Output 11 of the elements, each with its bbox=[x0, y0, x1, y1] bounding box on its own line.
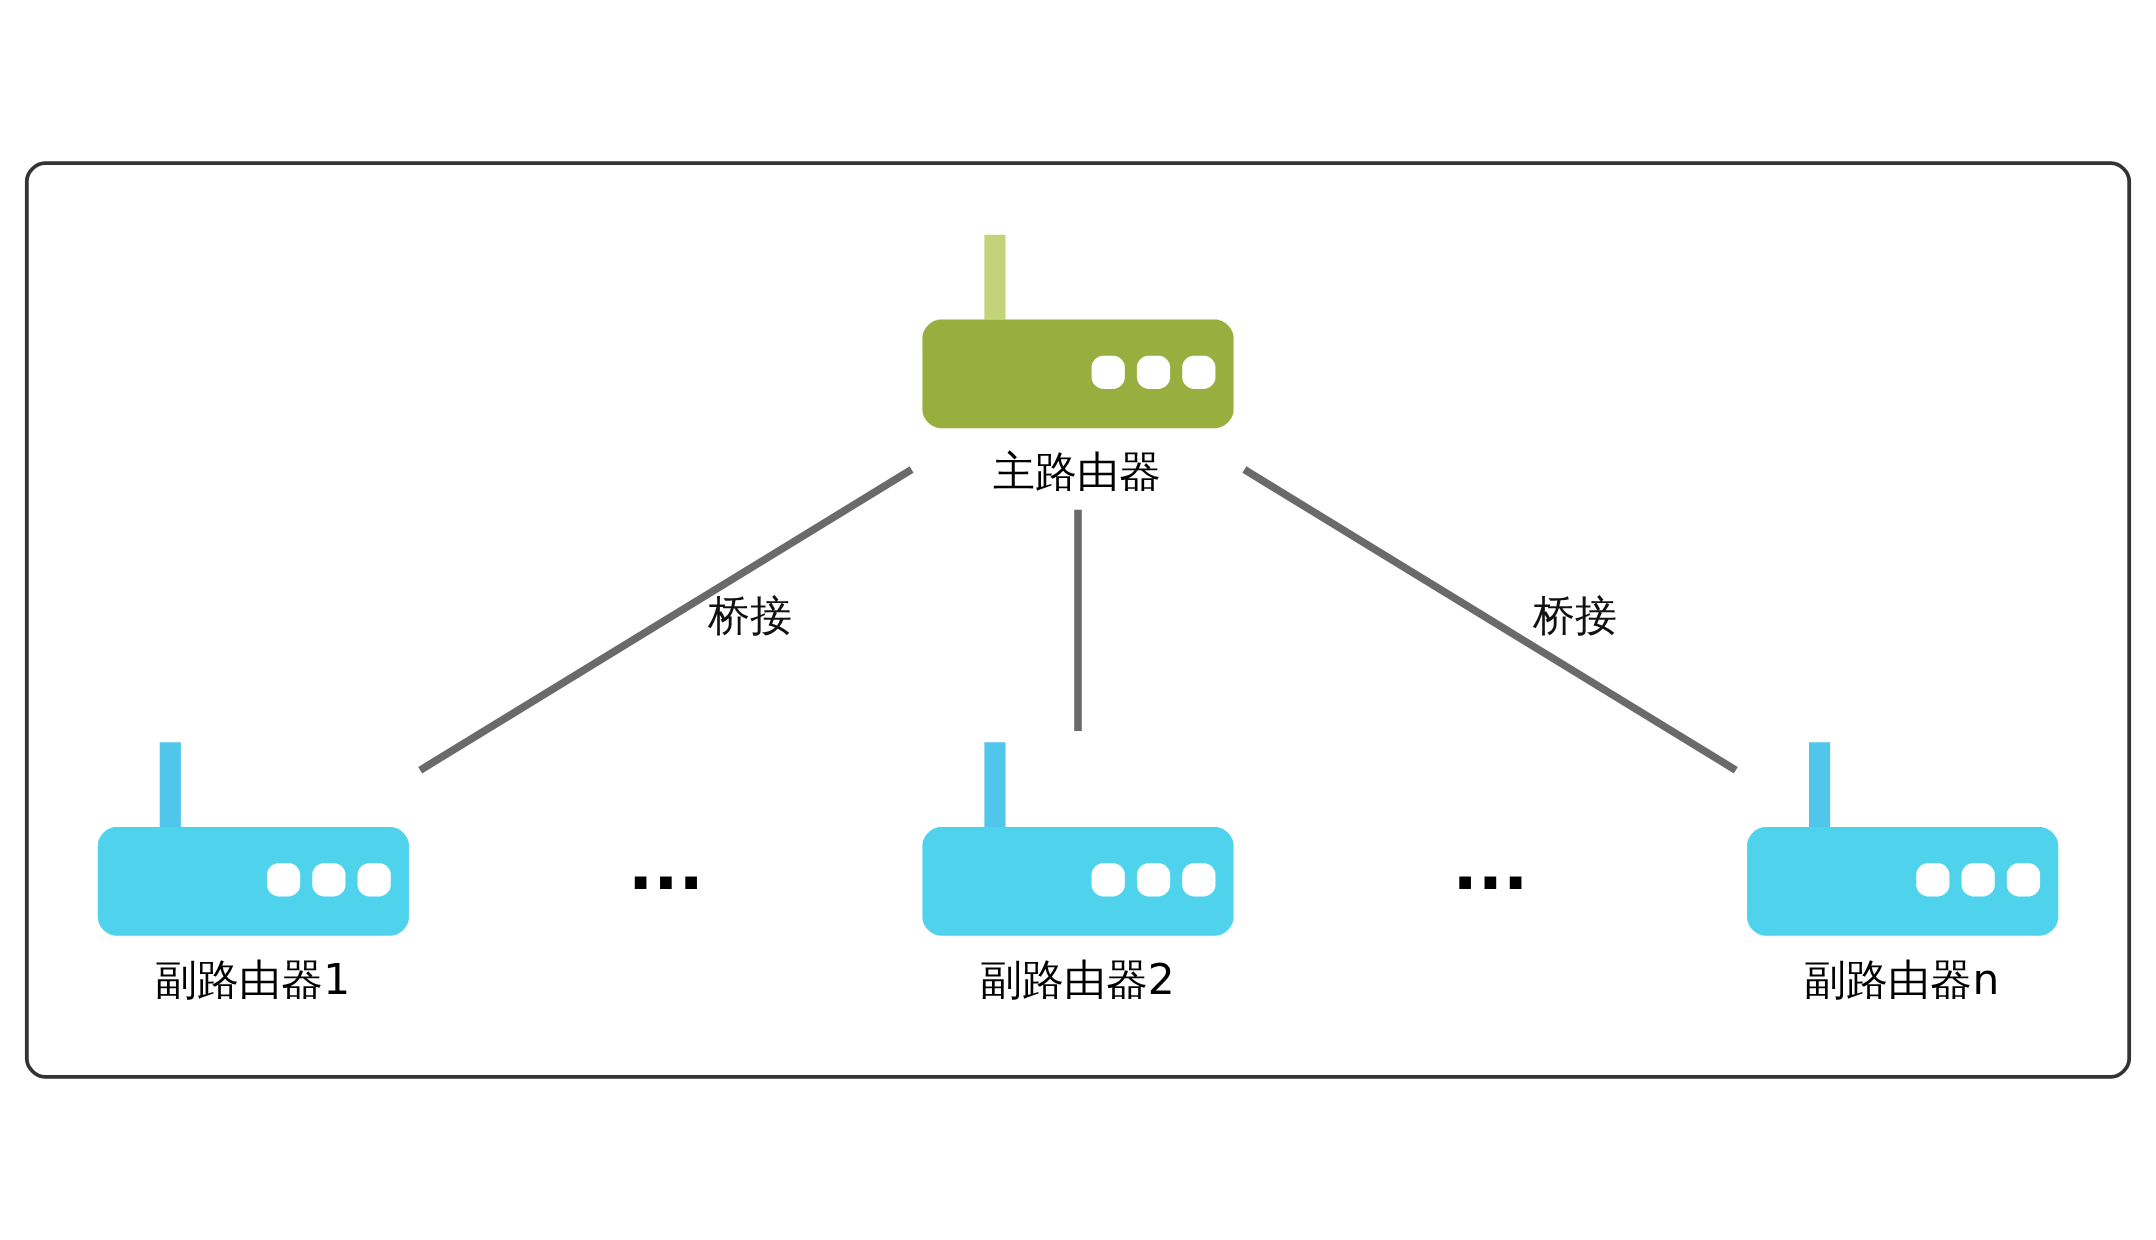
edge-label: 桥接 bbox=[708, 591, 793, 641]
connector bbox=[418, 466, 914, 774]
node-label: 主路由器 bbox=[993, 447, 1162, 497]
node-label: 副路由器n bbox=[1804, 954, 2000, 1004]
edge-label: 桥接 bbox=[1532, 591, 1617, 641]
label: ... bbox=[1452, 827, 1529, 906]
label: ... bbox=[627, 827, 704, 906]
node-label: 副路由器1 bbox=[155, 954, 351, 1004]
connector bbox=[1242, 466, 1738, 774]
cluster bbox=[24, 161, 2132, 1079]
node-label: 副路由器2 bbox=[979, 954, 1175, 1004]
